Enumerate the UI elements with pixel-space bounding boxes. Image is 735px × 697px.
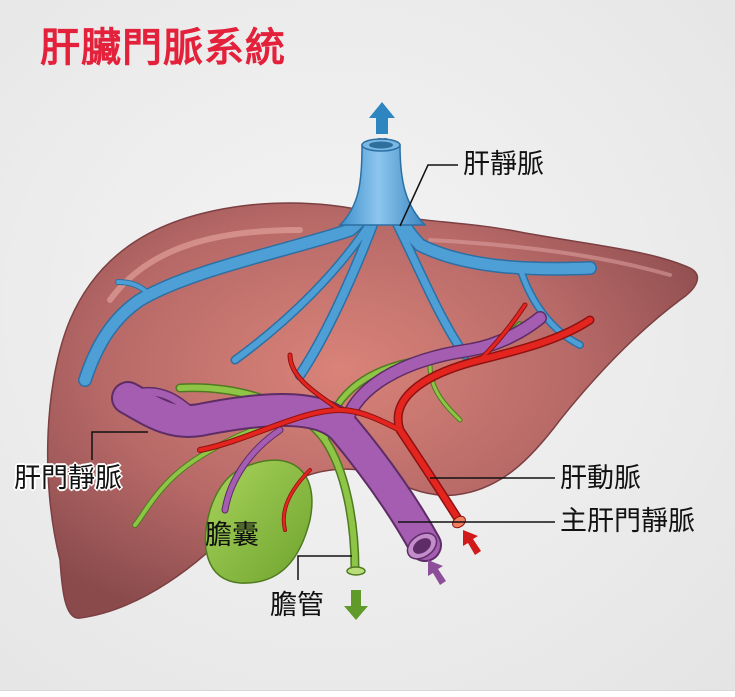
arrow-artery-inflow-icon	[463, 530, 481, 555]
label-gallbladder: 膽囊	[205, 520, 259, 551]
arrow-portal-inflow-icon	[428, 560, 446, 585]
diagram-title: 肝臟門脈系統	[40, 25, 286, 71]
label-main-portal-vein: 主肝門靜脈	[560, 506, 695, 537]
portal-vein-tree	[111, 311, 547, 562]
arrow-up-icon	[369, 102, 395, 134]
leader-lines	[91, 164, 555, 580]
label-bile-duct: 膽管	[270, 590, 324, 621]
arrow-down-icon	[344, 590, 368, 620]
hepatic-artery-tree	[197, 302, 595, 532]
label-portal-vein: 肝門靜脈	[14, 463, 122, 494]
label-hepatic-vein: 肝靜脈	[463, 149, 544, 180]
label-hepatic-artery: 肝動脈	[560, 463, 641, 494]
bile-duct-opening	[346, 566, 366, 576]
hepatic-vein-trunk	[338, 144, 427, 226]
